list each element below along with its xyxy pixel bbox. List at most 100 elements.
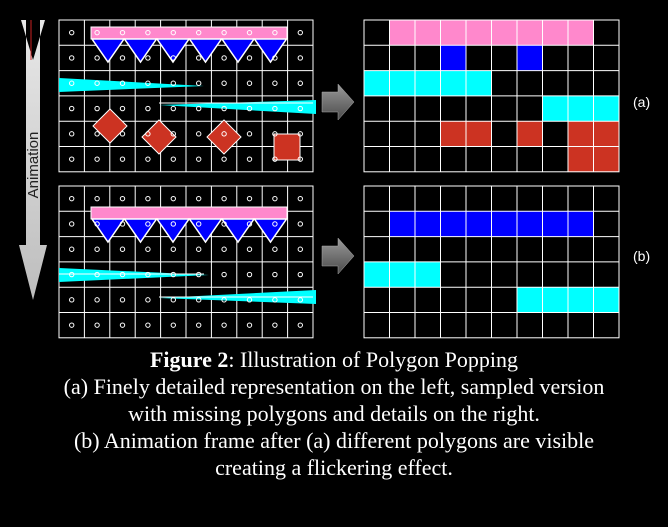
sampled-cell-cyan [466, 70, 492, 96]
panel-label-a: (a) [633, 94, 650, 110]
sample-point [297, 55, 303, 61]
sample-point [145, 271, 151, 278]
sample-point [94, 221, 100, 227]
sampled-cell-blue [517, 211, 543, 237]
sample-point [246, 156, 253, 162]
sample-point [145, 29, 151, 36]
sampled-cell-red [517, 121, 543, 147]
sampled-cell-cyan [542, 95, 568, 122]
panel-label-b: (b) [633, 248, 650, 264]
sample-point [196, 131, 202, 137]
sample-point [119, 131, 126, 137]
sample-point [272, 55, 278, 61]
sample-point [119, 246, 126, 252]
sample-point [196, 29, 202, 36]
sample-point [221, 297, 227, 303]
sampled-cell-cyan [440, 70, 466, 96]
blue-triangle [155, 218, 191, 244]
sample-point [297, 156, 303, 162]
sample-point [170, 55, 177, 61]
sample-point [196, 322, 202, 328]
sample-point [196, 156, 202, 162]
sample-point [119, 29, 126, 36]
sample-point [170, 195, 177, 202]
sample-point [69, 105, 75, 112]
sample-point [119, 80, 126, 86]
figure-diagram: Animation (a) (b) [19, 19, 650, 339]
sample-point [196, 246, 202, 252]
sample-point [272, 297, 278, 303]
sampled-cell-cyan [415, 261, 441, 288]
sample-point [170, 322, 177, 328]
sample-point [272, 156, 278, 162]
sample-point [170, 156, 177, 162]
sample-point [246, 297, 253, 303]
detailed-grid-a [58, 19, 316, 173]
blue-triangle [123, 38, 158, 64]
sample-point [297, 221, 303, 227]
sample-point [170, 297, 177, 303]
sample-point [246, 246, 253, 252]
sample-point [246, 221, 253, 227]
sample-point [272, 322, 278, 328]
sample-point [246, 105, 253, 112]
sampled-cell-blue [389, 211, 415, 237]
sample-point [94, 297, 100, 303]
caption-line-b1: (b) Animation frame after (a) different … [73, 428, 595, 453]
sample-point [221, 29, 227, 36]
sample-point [272, 195, 278, 202]
sample-point [196, 297, 202, 303]
sampled-cell-cyan [593, 287, 619, 313]
sample-point [196, 221, 202, 227]
sample-point [297, 105, 303, 112]
sample-point [94, 80, 100, 86]
sample-point [246, 80, 253, 86]
red-diamond [206, 119, 242, 155]
sample-point [246, 271, 253, 278]
sample-point [94, 322, 100, 328]
sample-point [221, 246, 227, 252]
sampled-cell-cyan [364, 261, 390, 288]
caption-line-a2: with missing polygons and details on the… [128, 401, 540, 426]
sampled-cell-blue [466, 211, 492, 237]
sample-point [272, 221, 278, 227]
sampled-cell-cyan [415, 70, 441, 96]
blue-triangle [188, 218, 223, 244]
sampling-arrow-a [321, 83, 355, 121]
sample-point [119, 105, 126, 112]
blue-triangle [155, 38, 191, 64]
sample-point [196, 55, 202, 61]
sampled-cell-cyan [517, 287, 543, 313]
sample-point [170, 271, 177, 278]
sampled-cell-red [593, 146, 619, 172]
sampled-cell-pink [517, 20, 543, 46]
sample-point [69, 271, 75, 278]
blue-triangle [123, 218, 158, 244]
red-diamond [92, 108, 128, 144]
sample-point [272, 246, 278, 252]
sample-point [272, 29, 278, 36]
red-square [273, 133, 301, 161]
sample-point [145, 55, 151, 61]
sample-point [272, 271, 278, 278]
sample-point [94, 105, 100, 112]
sampled-cell-cyan [389, 261, 415, 288]
sample-point [69, 322, 75, 328]
sample-point [119, 221, 126, 227]
sample-point [196, 271, 202, 278]
sample-point [221, 80, 227, 86]
animation-label: Animation [25, 132, 42, 199]
sample-point [221, 221, 227, 227]
sample-point [69, 195, 75, 202]
sample-point [69, 131, 75, 137]
sample-point [221, 156, 227, 162]
sample-point [145, 80, 151, 86]
sampled-cell-red [593, 121, 619, 147]
sampling-arrow-b [321, 237, 355, 275]
sampled-cell-pink [542, 20, 568, 46]
blue-triangle [220, 38, 256, 64]
pink-bar [90, 206, 288, 220]
sample-point [69, 156, 75, 162]
sample-point [94, 246, 100, 252]
